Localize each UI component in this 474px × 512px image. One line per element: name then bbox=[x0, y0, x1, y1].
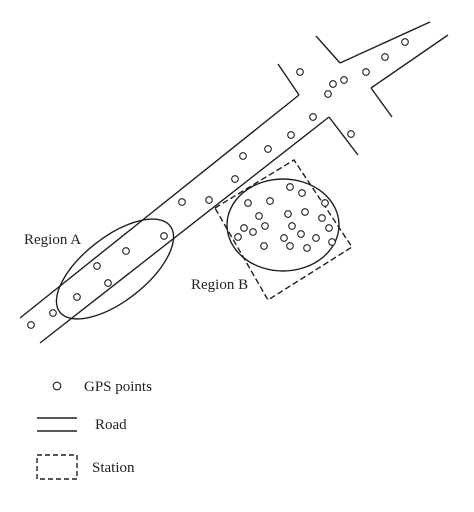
main-road-upper-edge bbox=[19, 21, 431, 319]
gps-point bbox=[347, 130, 355, 138]
gps-point bbox=[93, 262, 101, 270]
gps-point bbox=[160, 232, 168, 240]
gps-point bbox=[122, 247, 130, 255]
gps-point bbox=[301, 208, 309, 216]
gps-point bbox=[287, 131, 295, 139]
gps-point bbox=[255, 212, 263, 220]
gps-point bbox=[239, 152, 247, 160]
gps-point bbox=[266, 197, 274, 205]
gps-point bbox=[49, 309, 57, 317]
gps-point bbox=[73, 293, 81, 301]
main-road bbox=[19, 21, 449, 344]
cross-road bbox=[277, 35, 393, 156]
gps-point bbox=[104, 279, 112, 287]
cross-road-right-edge bbox=[315, 35, 393, 118]
region-b-ellipse bbox=[226, 178, 340, 272]
gps-point bbox=[329, 80, 337, 88]
gps-point bbox=[260, 242, 268, 250]
region-a-label: Region A bbox=[24, 232, 81, 248]
gps-point bbox=[321, 199, 329, 207]
legend-station-label: Station bbox=[92, 460, 135, 476]
gps-point bbox=[284, 210, 292, 218]
gps-point bbox=[312, 234, 320, 242]
gps-point bbox=[205, 196, 213, 204]
gps-point bbox=[401, 38, 409, 46]
gps-point bbox=[280, 234, 288, 242]
gps-point bbox=[309, 113, 317, 121]
gps-point bbox=[297, 230, 305, 238]
legend-road-label: Road bbox=[95, 417, 127, 433]
gps-point bbox=[286, 183, 294, 191]
gps-point bbox=[298, 189, 306, 197]
gps-point bbox=[240, 224, 248, 232]
legend-gps-label: GPS points bbox=[84, 379, 152, 395]
cross-road-left-edge bbox=[277, 63, 359, 156]
main-road-lower-edge bbox=[39, 34, 449, 344]
legend: GPS points Road Station bbox=[36, 379, 152, 480]
legend-road-icon bbox=[37, 417, 77, 432]
gps-point bbox=[231, 175, 239, 183]
station-gps-points bbox=[234, 183, 336, 252]
gps-point bbox=[303, 244, 311, 252]
gps-point bbox=[381, 53, 389, 61]
gps-point bbox=[288, 222, 296, 230]
gps-point bbox=[249, 228, 257, 236]
gps-point bbox=[178, 198, 186, 206]
gps-point bbox=[264, 145, 272, 153]
legend-station-icon bbox=[36, 454, 78, 480]
gps-point bbox=[296, 68, 304, 76]
legend-gps-point-icon bbox=[52, 381, 62, 391]
gps-point bbox=[340, 76, 348, 84]
gps-point bbox=[286, 242, 294, 250]
gps-point bbox=[244, 199, 252, 207]
gps-point bbox=[325, 224, 333, 232]
region-b-label: Region B bbox=[191, 277, 248, 293]
gps-point bbox=[234, 233, 242, 241]
gps-point bbox=[362, 68, 370, 76]
gps-point bbox=[328, 238, 336, 246]
gps-point bbox=[324, 90, 332, 98]
gps-point bbox=[318, 214, 326, 222]
gps-point bbox=[261, 222, 269, 230]
region-a-ellipse bbox=[55, 218, 175, 320]
gps-point bbox=[27, 321, 35, 329]
road-gps-points bbox=[27, 38, 409, 329]
